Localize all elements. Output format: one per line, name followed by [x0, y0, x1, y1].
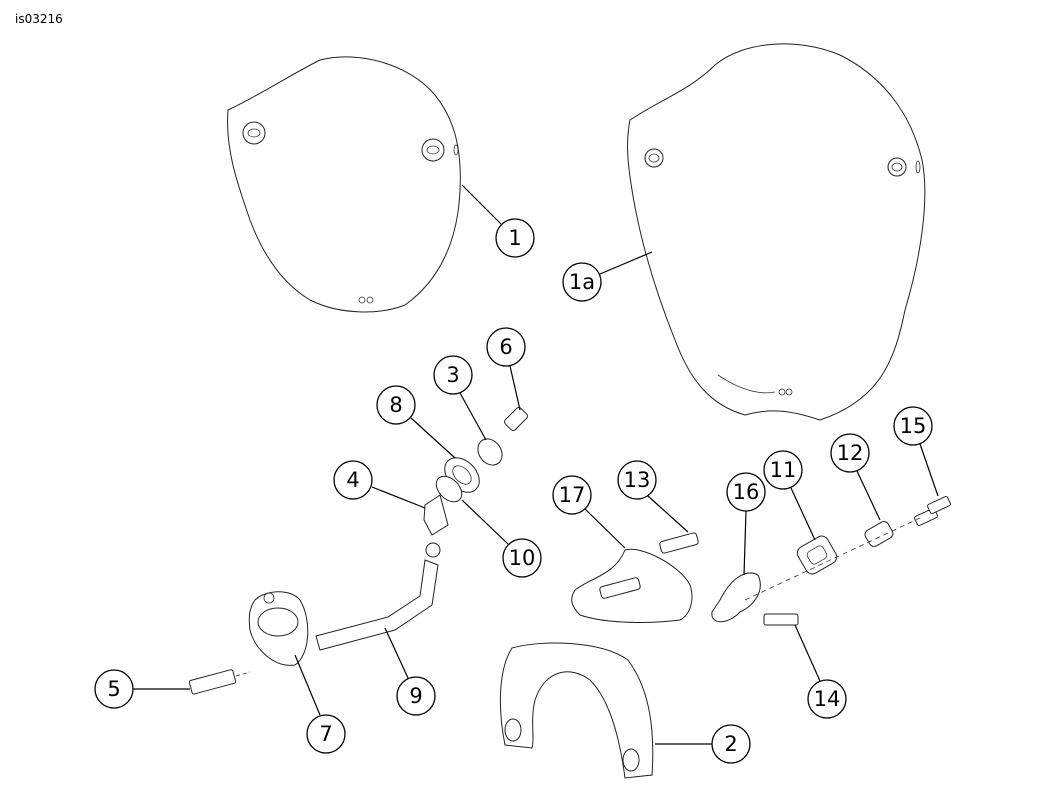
- part-right-assembly: [571, 495, 951, 626]
- svg-text:7: 7: [319, 722, 332, 746]
- part-bracket: [499, 642, 654, 779]
- leader-lines: [133, 184, 939, 745]
- svg-text:5: 5: [107, 677, 120, 701]
- callout-16: 16: [726, 472, 766, 512]
- callout-6: 6: [486, 327, 526, 367]
- svg-text:8: 8: [389, 393, 402, 417]
- callout-10: 10: [502, 538, 542, 578]
- callout-12: 12: [830, 433, 870, 473]
- svg-text:2: 2: [724, 732, 737, 756]
- callout-8: 8: [376, 385, 416, 425]
- svg-text:15: 15: [900, 414, 927, 438]
- svg-text:1a: 1a: [569, 270, 595, 294]
- svg-text:3: 3: [446, 363, 459, 387]
- svg-text:6: 6: [499, 335, 512, 359]
- svg-text:9: 9: [409, 684, 422, 708]
- part-rod-clamp: [188, 542, 441, 695]
- svg-text:16: 16: [733, 480, 760, 504]
- svg-text:4: 4: [346, 468, 359, 492]
- callout-9: 9: [396, 676, 436, 716]
- callout-14: 14: [807, 679, 847, 719]
- part-small-hardware: [423, 407, 528, 536]
- callout-15: 15: [893, 406, 933, 446]
- part-cover-large: [627, 43, 926, 421]
- figure-id-label: is03216: [15, 12, 63, 26]
- callout-3: 3: [433, 355, 473, 395]
- callout-11: 11: [763, 450, 803, 490]
- svg-text:12: 12: [837, 441, 864, 465]
- svg-text:1: 1: [508, 226, 521, 250]
- svg-text:17: 17: [559, 483, 586, 507]
- callout-7: 7: [306, 714, 346, 754]
- callout-1: 1: [495, 218, 535, 258]
- svg-text:13: 13: [624, 468, 651, 492]
- callout-1a: 1a: [562, 262, 602, 302]
- svg-text:10: 10: [509, 546, 536, 570]
- callout-4: 4: [333, 460, 373, 500]
- callout-17: 17: [552, 475, 592, 515]
- callout-13: 13: [617, 460, 657, 500]
- callout-5: 5: [94, 669, 134, 709]
- svg-text:11: 11: [770, 458, 797, 482]
- callout-2: 2: [711, 724, 751, 764]
- part-cover-small: [227, 56, 461, 313]
- svg-text:14: 14: [814, 687, 841, 711]
